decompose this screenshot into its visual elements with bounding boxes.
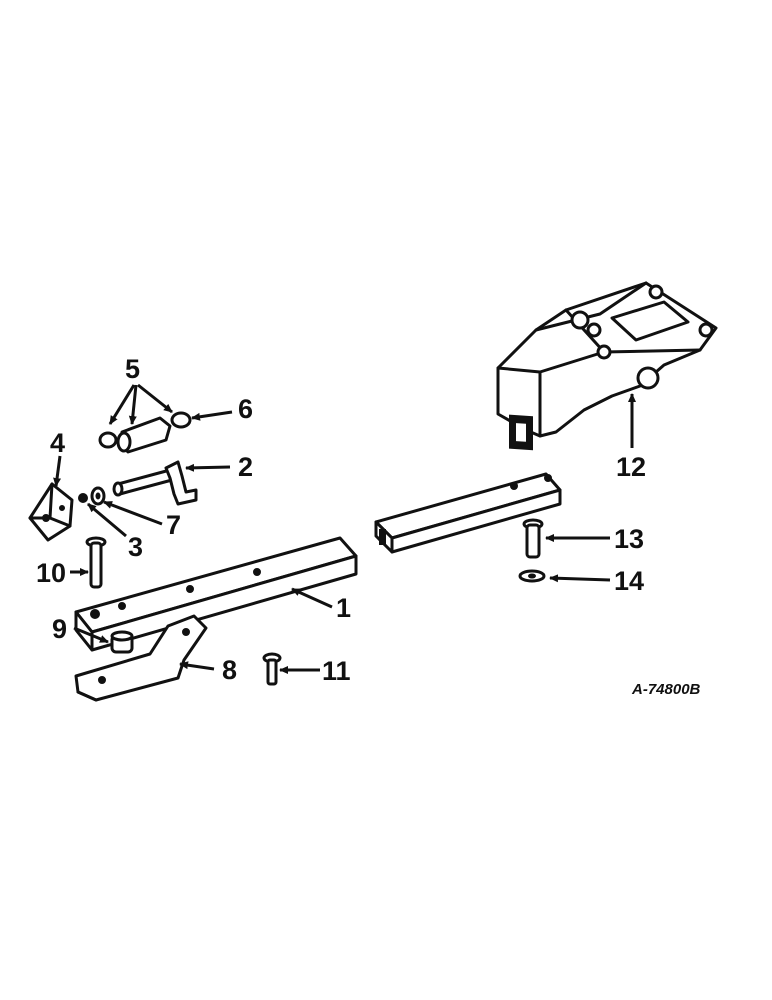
roller-part-5: [98, 411, 192, 454]
callout-11: 11: [322, 656, 351, 686]
spindle-part-2: [112, 460, 198, 506]
callout-9: 9: [52, 614, 67, 644]
bolt-part-11: [262, 652, 282, 686]
callout-8: 8: [222, 655, 237, 685]
callout-4: 4: [50, 428, 65, 458]
callout-7: 7: [166, 510, 181, 540]
callout-2: 2: [238, 452, 253, 482]
leader-lines: [53, 383, 636, 674]
hitch-housing-part-12: [496, 281, 718, 451]
callout-3: 3: [128, 532, 143, 562]
washer-part-7: [90, 486, 106, 506]
offset-drawbar-part-8: [74, 614, 208, 702]
callout-6: 6: [238, 394, 253, 424]
drawing-code: A-74800B: [631, 681, 701, 698]
callout-5: 5: [125, 354, 140, 384]
callout-10: 10: [36, 558, 66, 588]
washer-part-14: [518, 569, 546, 583]
bushing-part-9: [110, 630, 134, 654]
pin-part-13: [522, 518, 544, 559]
bushing-part-3: [78, 493, 88, 503]
callout-14: 14: [614, 566, 644, 596]
callout-labels: 5 6 4 2 3 7 10 1 9 8 11 12 13 14: [36, 354, 646, 686]
callout-13: 13: [614, 524, 644, 554]
callout-12: 12: [616, 452, 646, 482]
callout-1: 1: [336, 593, 351, 623]
bracket-part-4: [28, 482, 74, 542]
drawbar-extension: [374, 472, 562, 554]
pin-part-10: [85, 536, 107, 589]
